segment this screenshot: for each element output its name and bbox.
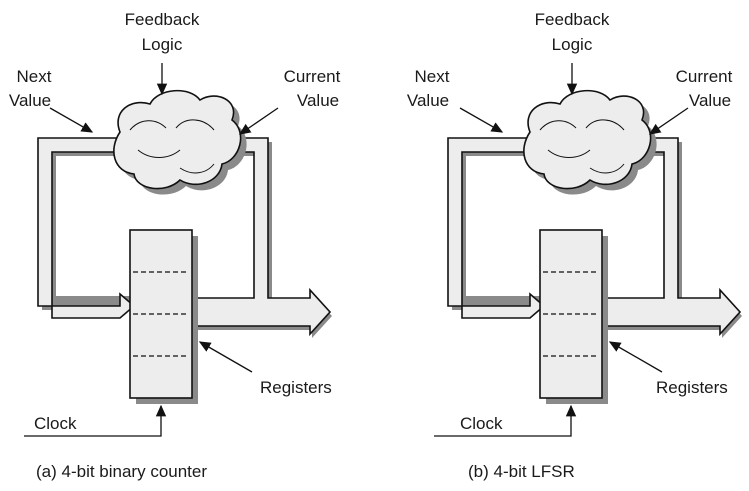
current-value-output-pipe	[193, 137, 332, 337]
registers-label: Registers	[260, 378, 332, 397]
current-value-label: Current	[284, 67, 341, 86]
clock-label: Clock	[34, 414, 77, 433]
panel-binary-counter: Feedback Logic Next Value Current Value …	[9, 10, 341, 481]
feedback-logic-cloud	[113, 89, 242, 190]
next-value-label: Value	[407, 91, 449, 110]
feedback-logic-label: Logic	[142, 35, 183, 54]
next-value-label: Next	[415, 67, 450, 86]
next-value-label: Value	[9, 91, 51, 110]
panel-lfsr: Feedback Logic Next Value Current Value …	[407, 10, 742, 481]
current-value-label: Value	[297, 91, 339, 110]
next-value-label: Next	[17, 67, 52, 86]
current-value-output-pipe	[603, 137, 742, 337]
feedback-logic-cloud	[523, 89, 652, 190]
clock-label: Clock	[460, 414, 503, 433]
current-value-label: Value	[689, 91, 731, 110]
current-value-label: Current	[676, 67, 733, 86]
feedback-logic-label: Feedback	[535, 10, 610, 29]
feedback-logic-label: Logic	[552, 35, 593, 54]
registers-label: Registers	[656, 378, 728, 397]
caption: (b) 4-bit LFSR	[468, 462, 575, 481]
feedback-logic-label: Feedback	[125, 10, 200, 29]
caption: (a) 4-bit binary counter	[36, 462, 207, 481]
